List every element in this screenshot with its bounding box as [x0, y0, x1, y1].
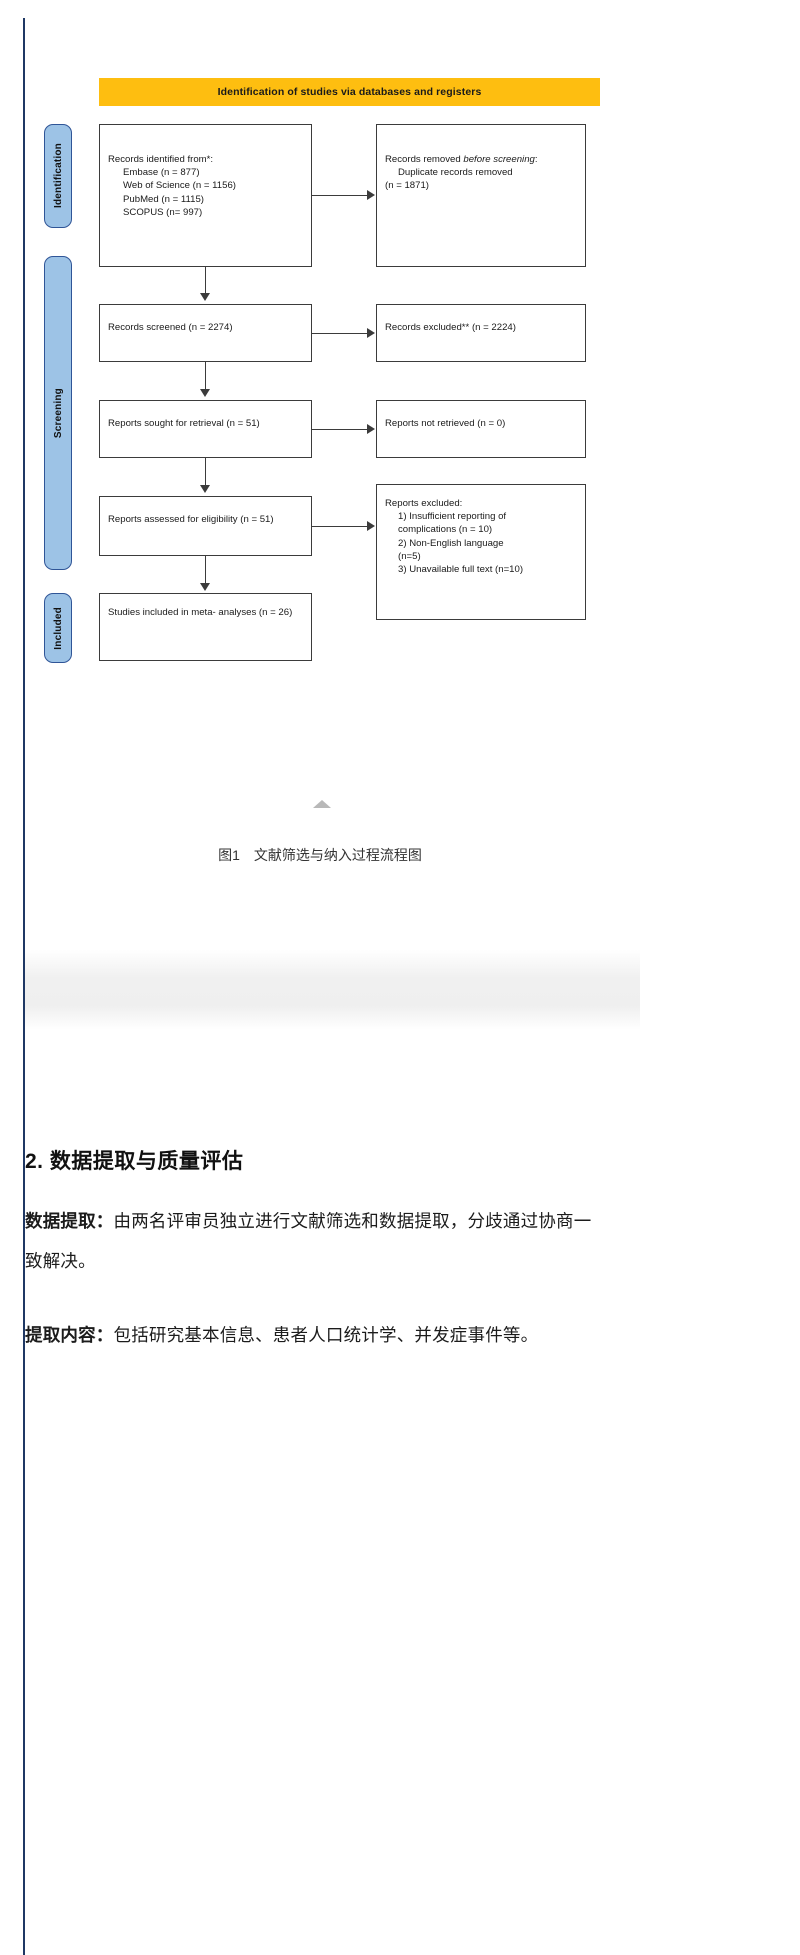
records-removed-line1-em: before	[463, 154, 491, 165]
records-identified-item-1: Web of Science (n = 1156)	[123, 180, 236, 192]
stage-label-screening: Screening	[52, 387, 64, 439]
stage-pill-identification: Identification	[44, 124, 72, 228]
records-removed-line1: Records removed before	[385, 154, 491, 165]
box-records-removed: Records removed before screening: Duplic…	[376, 124, 586, 267]
reports-not-retrieved-count: (n = 0)	[477, 418, 506, 429]
reports-not-retrieved-title: Reports not retrieved	[385, 418, 475, 429]
connector-assessed-to-included	[205, 556, 207, 584]
records-screened-count: (n = 2274)	[188, 322, 233, 333]
arrowhead-reports-excluded	[367, 521, 375, 531]
arrowhead-sought	[200, 389, 210, 397]
connector-assessed-to-reportsexcluded	[312, 526, 368, 528]
box-studies-included: Studies included in meta- analyses (n = …	[99, 593, 312, 661]
studies-included-line1: Studies included in meta-	[108, 607, 216, 618]
records-removed-line2-tail: :	[534, 154, 538, 165]
records-identified-item-3: SCOPUS (n= 997)	[123, 206, 203, 218]
box-reports-assessed: Reports assessed for eligibility (n = 51…	[99, 496, 312, 556]
prisma-flow-diagram: Identification of studies via databases …	[44, 78, 600, 738]
paragraph-body-1: 包括研究基本信息、患者人口统计学、并发症事件等。	[113, 1325, 539, 1345]
records-removed-line2: screening:	[493, 154, 537, 165]
content-separator-band	[25, 950, 640, 1030]
arrowhead-excluded	[367, 328, 375, 338]
reports-excluded-item-3: (n=5)	[398, 550, 421, 562]
reports-sought-title: Reports sought for retrieval	[108, 418, 224, 429]
reports-assessed-title: Reports assessed for eligibility	[108, 514, 238, 525]
section-heading: 2. 数据提取与质量评估	[25, 1150, 244, 1173]
arrowhead-included	[200, 583, 210, 591]
box-reports-not-retrieved: Reports not retrieved (n = 0)	[376, 400, 586, 458]
connector-screened-to-excluded	[312, 333, 368, 335]
arrowhead-removed	[367, 190, 375, 200]
prisma-banner: Identification of studies via databases …	[99, 78, 600, 106]
paragraph-lead-0: 数据提取：	[25, 1211, 114, 1231]
box-records-excluded: Records excluded** (n = 2224)	[376, 304, 586, 362]
records-identified-item-0: Embase (n = 877)	[123, 167, 200, 179]
connector-sought-to-assessed	[205, 458, 207, 485]
stage-label-identification: Identification	[52, 143, 64, 209]
prisma-figure: Identification of studies via databases …	[0, 0, 800, 1030]
reports-excluded-title: Reports excluded:	[385, 498, 463, 509]
reports-excluded-item-1: complications (n = 10)	[398, 524, 493, 536]
stage-label-included: Included	[52, 606, 64, 650]
paragraph-data-extraction: 数据提取：由两名评审员独立进行文献筛选和数据提取，分歧通过协商一致解决。	[25, 1201, 605, 1281]
connector-identified-to-screened	[205, 267, 207, 294]
reports-assessed-count: (n = 51)	[240, 514, 274, 525]
box-records-identified: Records identified from*: Embase (n = 87…	[99, 124, 312, 267]
records-removed-item: Duplicate records removed	[398, 167, 513, 179]
reports-excluded-item-0: 1) Insufficient reporting of	[398, 511, 507, 523]
figure-caption-text: 文献筛选与纳入过程流程图	[253, 847, 422, 863]
paragraph-extraction-content: 提取内容：包括研究基本信息、患者人口统计学、并发症事件等。	[25, 1315, 605, 1355]
records-removed-line1-text: Records removed	[385, 154, 464, 165]
prisma-banner-label: Identification of studies via databases …	[217, 86, 482, 98]
reports-excluded-item-2: 2) Non-English language	[398, 537, 504, 549]
connector-screened-to-sought	[205, 362, 207, 389]
studies-included-line2: analyses (n = 26)	[218, 607, 293, 618]
records-removed-line2-em: screening	[493, 154, 535, 165]
article-body: 2. 数据提取与质量评估 数据提取：由两名评审员独立进行文献筛选和数据提取，分歧…	[25, 1145, 605, 1389]
arrowhead-assessed	[200, 485, 210, 493]
records-identified-item-2: PubMed (n = 1115)	[123, 193, 204, 205]
article-left-rule	[23, 18, 25, 1955]
stage-pill-included: Included	[44, 593, 72, 663]
paragraph-body-0: 由两名评审员独立进行文献筛选和数据提取，分歧通过协商一致解决。	[25, 1211, 592, 1271]
records-identified-title: Records identified from*:	[108, 154, 214, 165]
reports-sought-count: (n = 51)	[226, 418, 260, 429]
collapse-caret-icon[interactable]	[313, 800, 331, 808]
records-excluded-title: Records excluded**	[385, 322, 470, 333]
box-reports-excluded-reasons: Reports excluded: 1) Insufficient report…	[376, 484, 586, 620]
figure-caption-number: 图1	[218, 847, 240, 863]
figure-caption: 图1 文献筛选与纳入过程流程图	[0, 845, 640, 865]
records-screened-title: Records screened	[108, 322, 186, 333]
reports-excluded-item-4: 3) Unavailable full text (n=10)	[398, 564, 524, 576]
records-removed-count: (n = 1871)	[385, 180, 430, 192]
box-reports-sought: Reports sought for retrieval (n = 51)	[99, 400, 312, 458]
paragraph-lead-1: 提取内容：	[25, 1325, 114, 1345]
connector-identified-to-removed	[312, 195, 368, 197]
records-excluded-count: (n = 2224)	[471, 322, 516, 333]
connector-sought-to-notretrieved	[312, 429, 368, 431]
box-records-screened: Records screened (n = 2274)	[99, 304, 312, 362]
arrowhead-not-retrieved	[367, 424, 375, 434]
arrowhead-screened	[200, 293, 210, 301]
stage-pill-screening: Screening	[44, 256, 72, 570]
